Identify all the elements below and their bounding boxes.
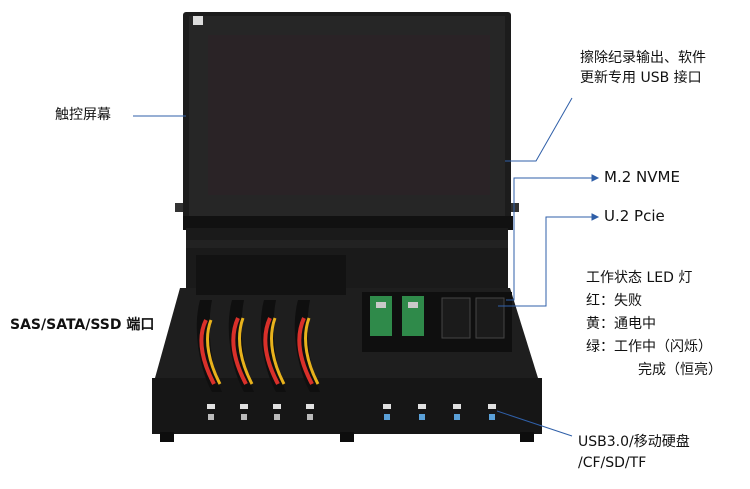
cable-red-4 <box>297 317 314 385</box>
m2-slot-2 <box>402 296 424 336</box>
cable-yellow-3 <box>270 317 286 385</box>
m2-slot-1 <box>370 296 392 336</box>
u2-slot-1 <box>441 297 471 339</box>
label-usb3: USB3.0/移动硬盘 /CF/SD/TF <box>578 432 690 474</box>
m2-u2-slot-module <box>362 292 512 352</box>
cable-yellow-4 <box>304 317 320 385</box>
sas-drive-bays <box>196 255 346 392</box>
led-indicator-row <box>207 404 496 409</box>
monitor-hinge <box>183 216 513 230</box>
callout-u2 <box>498 216 592 307</box>
status-led-legend: 工作状态 LED 灯 红：失败 黄：通电中 绿：工作中（闪烁） 完成（恒亮） <box>586 267 722 382</box>
cable-red-3 <box>263 317 280 385</box>
label-usb-port-line1: 擦除纪录输出、软件 <box>580 50 706 66</box>
usb3-ports <box>384 414 495 420</box>
status-led-yellow: 黄：通电中 <box>586 316 656 332</box>
cable-red-1 <box>199 319 216 385</box>
cable-yellow-2 <box>238 317 254 385</box>
label-usb3-line1: USB3.0/移动硬盘 <box>578 434 690 450</box>
label-u2-pcie: U.2 Pcie <box>604 207 665 225</box>
callout-lines <box>133 97 600 437</box>
label-usb-port: 擦除纪录输出、软件 更新专用 USB 接口 <box>580 48 706 88</box>
status-led-green: 绿：工作中（闪烁） <box>586 339 712 355</box>
callout-usb-port <box>505 97 573 162</box>
status-led-green-2: 完成（恒亮） <box>638 362 722 378</box>
brand-logo <box>193 16 203 25</box>
cable-red-2 <box>231 317 248 385</box>
status-led-title: 工作状态 LED 灯 <box>586 270 693 286</box>
u2-slot-2 <box>475 297 505 339</box>
status-led-red: 红：失败 <box>586 293 642 309</box>
sas-status-leds <box>208 414 313 420</box>
label-m2-nvme: M.2 NVME <box>604 168 680 186</box>
label-sas-port: SAS/SATA/SSD 端口 <box>10 317 155 333</box>
label-usb-port-line2: 更新专用 USB 接口 <box>580 70 702 86</box>
label-touchscreen: 触控屏幕 <box>55 107 111 123</box>
label-usb3-line2: /CF/SD/TF <box>578 455 647 471</box>
touch-screen <box>208 35 490 195</box>
cable-yellow-1 <box>206 319 222 385</box>
callout-m2 <box>506 177 592 301</box>
callout-usb3 <box>496 410 573 437</box>
